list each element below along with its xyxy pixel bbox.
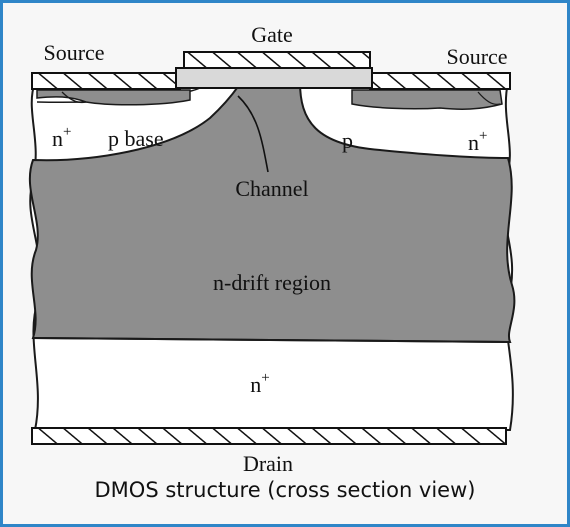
n-plus-source-right bbox=[351, 89, 503, 110]
channel-pointer bbox=[237, 95, 269, 173]
drain-metal bbox=[31, 427, 507, 445]
n-plus-left-inner-curve bbox=[61, 91, 87, 104]
gate-metal bbox=[183, 51, 371, 69]
drift-substrate-boundary bbox=[32, 337, 511, 343]
n-plus-source-left bbox=[36, 89, 191, 106]
channel-label: Channel bbox=[235, 176, 308, 201]
n-plus-right-inner-curve bbox=[477, 91, 501, 106]
drain-label: Drain bbox=[243, 451, 293, 476]
n-plus-substrate-label: n+ bbox=[250, 370, 269, 397]
gate-oxide bbox=[175, 67, 373, 89]
source-left-label: Source bbox=[43, 40, 104, 65]
gate-label: Gate bbox=[251, 22, 293, 47]
p-right-label: p bbox=[342, 128, 353, 153]
source-right-label: Source bbox=[446, 44, 507, 69]
source-metal-left bbox=[31, 72, 181, 90]
n-drift-region bbox=[28, 81, 516, 344]
source-metal-right bbox=[369, 72, 511, 90]
figure-caption: DMOS structure (cross section view) bbox=[94, 478, 476, 502]
n-plus-left-label: n+ bbox=[52, 124, 71, 151]
n-plus-right-label: n+ bbox=[468, 128, 487, 155]
p-base-label: p base bbox=[108, 126, 164, 151]
n-drift-region-label: n-drift region bbox=[213, 270, 331, 295]
